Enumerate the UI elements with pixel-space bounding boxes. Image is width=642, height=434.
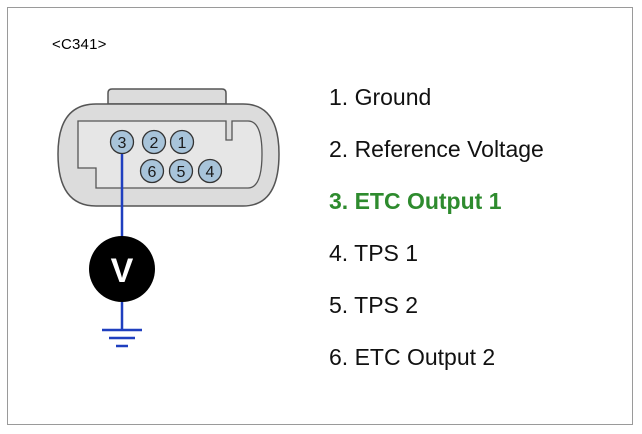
pin-2-number: 2 [150,135,159,152]
legend-item-pin-6: 6. ETC Output 2 [329,344,496,370]
pin-5-number: 5 [177,164,186,181]
pin-legend: 1. Ground 2. Reference Voltage 3. ETC Ou… [329,82,544,394]
voltmeter-icon: V [89,236,155,302]
pin-5: 5 [168,158,194,184]
pin-1: 1 [169,129,195,155]
pin-4: 4 [197,158,223,184]
pin-3: 3 [109,129,135,155]
legend-item-pin-5: 5. TPS 2 [329,292,419,318]
pin-2: 2 [141,129,167,155]
pin-6: 6 [139,158,165,184]
diagram-frame [7,7,633,425]
connector-name: <C341> [52,36,107,53]
pin-6-number: 6 [148,164,157,181]
legend-item-pin-4: 4. TPS 1 [329,240,419,266]
legend-item-pin-1: 1. Ground [329,84,432,110]
pin-4-number: 4 [206,164,215,181]
pin-3-number: 3 [118,135,127,152]
voltmeter-symbol: V [111,252,134,290]
connector-housing [57,88,280,207]
legend-item-pin-3: 3. ETC Output 1 [329,188,502,214]
ground-icon [102,328,142,348]
legend-item-pin-2: 2. Reference Voltage [329,136,544,162]
pin-1-number: 1 [178,135,187,152]
